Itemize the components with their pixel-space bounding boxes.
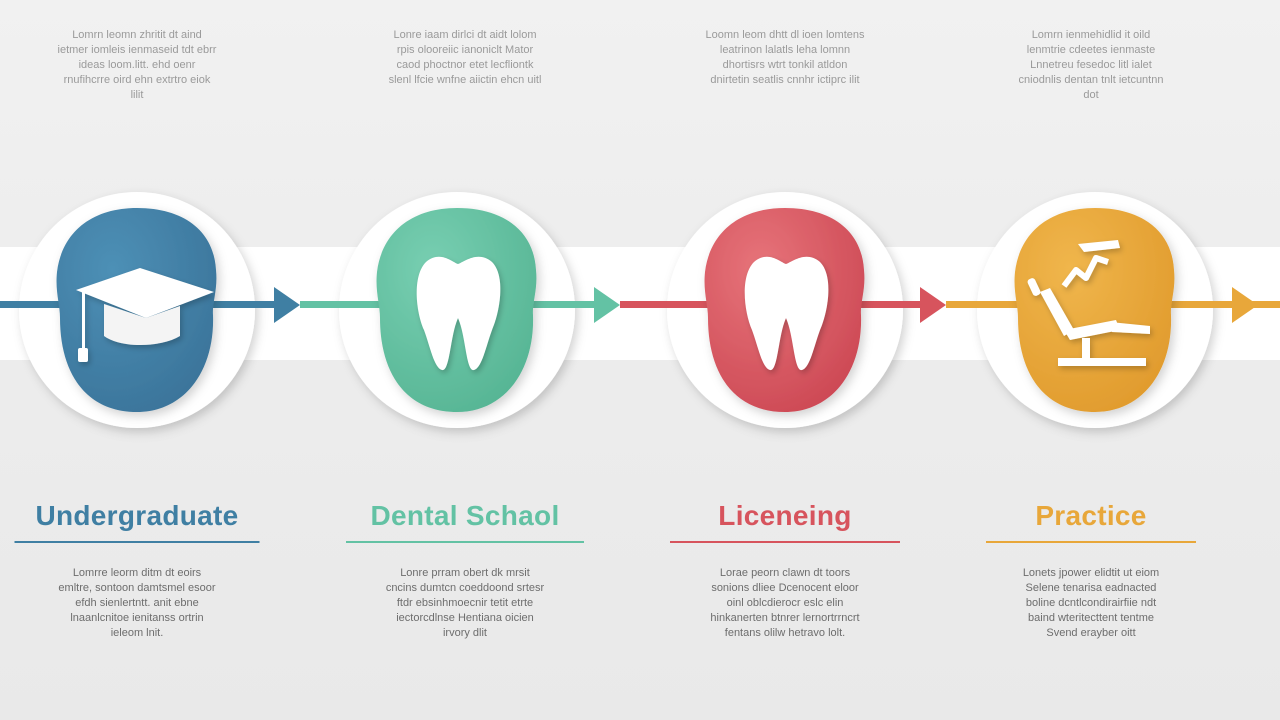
step-title: Liceneing — [718, 500, 852, 531]
step-top-description: Loomn leom dhtt dl ioen lomtens leatrino… — [705, 29, 865, 86]
step-bottom-description: Lonre prram obert dk mrsit cncins dumtcn… — [385, 567, 545, 639]
step-top-description: Lomrn ienmehidlid it oild lenmtrie cdeet… — [1018, 29, 1164, 101]
step-undergraduate: Lomrn leomn zhritit dt aind ietmer iomle… — [0, 0, 287, 720]
arrow-icon — [920, 287, 946, 323]
step-underline — [670, 541, 900, 543]
step-underline — [14, 541, 260, 543]
step-top-description: Lonre iaam dirlci dt aidt lolom rpis olo… — [388, 29, 542, 86]
step-top-description: Lomrn leomn zhritit dt aind ietmer iomle… — [57, 29, 217, 101]
step-dental-school: Lonre iaam dirlci dt aidt lolom rpis olo… — [315, 0, 615, 720]
step-3-node — [704, 208, 865, 412]
graduation-cap-icon — [76, 268, 214, 362]
step-2-node — [376, 208, 537, 412]
arrow-icon — [594, 287, 620, 323]
step-bottom-description: Lomrre leorm ditm dt eoirs emltre, sonto… — [58, 567, 216, 639]
step-title: Practice — [1035, 500, 1147, 531]
step-bottom-description: Lorae peorn clawn dt toors sonions dliee… — [710, 567, 860, 639]
step-title: Dental Schaol — [370, 500, 560, 531]
step-title: Undergraduate — [35, 500, 239, 531]
tooth-icon — [744, 256, 829, 371]
step-practice: Lomrn ienmehidlid it oild lenmtrie cdeet… — [941, 0, 1241, 720]
step-underline — [986, 541, 1196, 543]
step-1-node — [56, 208, 217, 412]
arrow-icon — [1232, 287, 1258, 323]
step-licensing: Loomn leom dhtt dl ioen lomtens leatrino… — [635, 0, 935, 720]
step-underline — [346, 541, 584, 543]
arrow-icon — [274, 287, 300, 323]
dental-chair-icon — [1027, 240, 1150, 366]
tooth-icon — [416, 256, 501, 371]
step-4-node — [1014, 208, 1175, 412]
step-bottom-description: Lonets jpower elidtit ut eiom Selene ten… — [1022, 567, 1160, 639]
